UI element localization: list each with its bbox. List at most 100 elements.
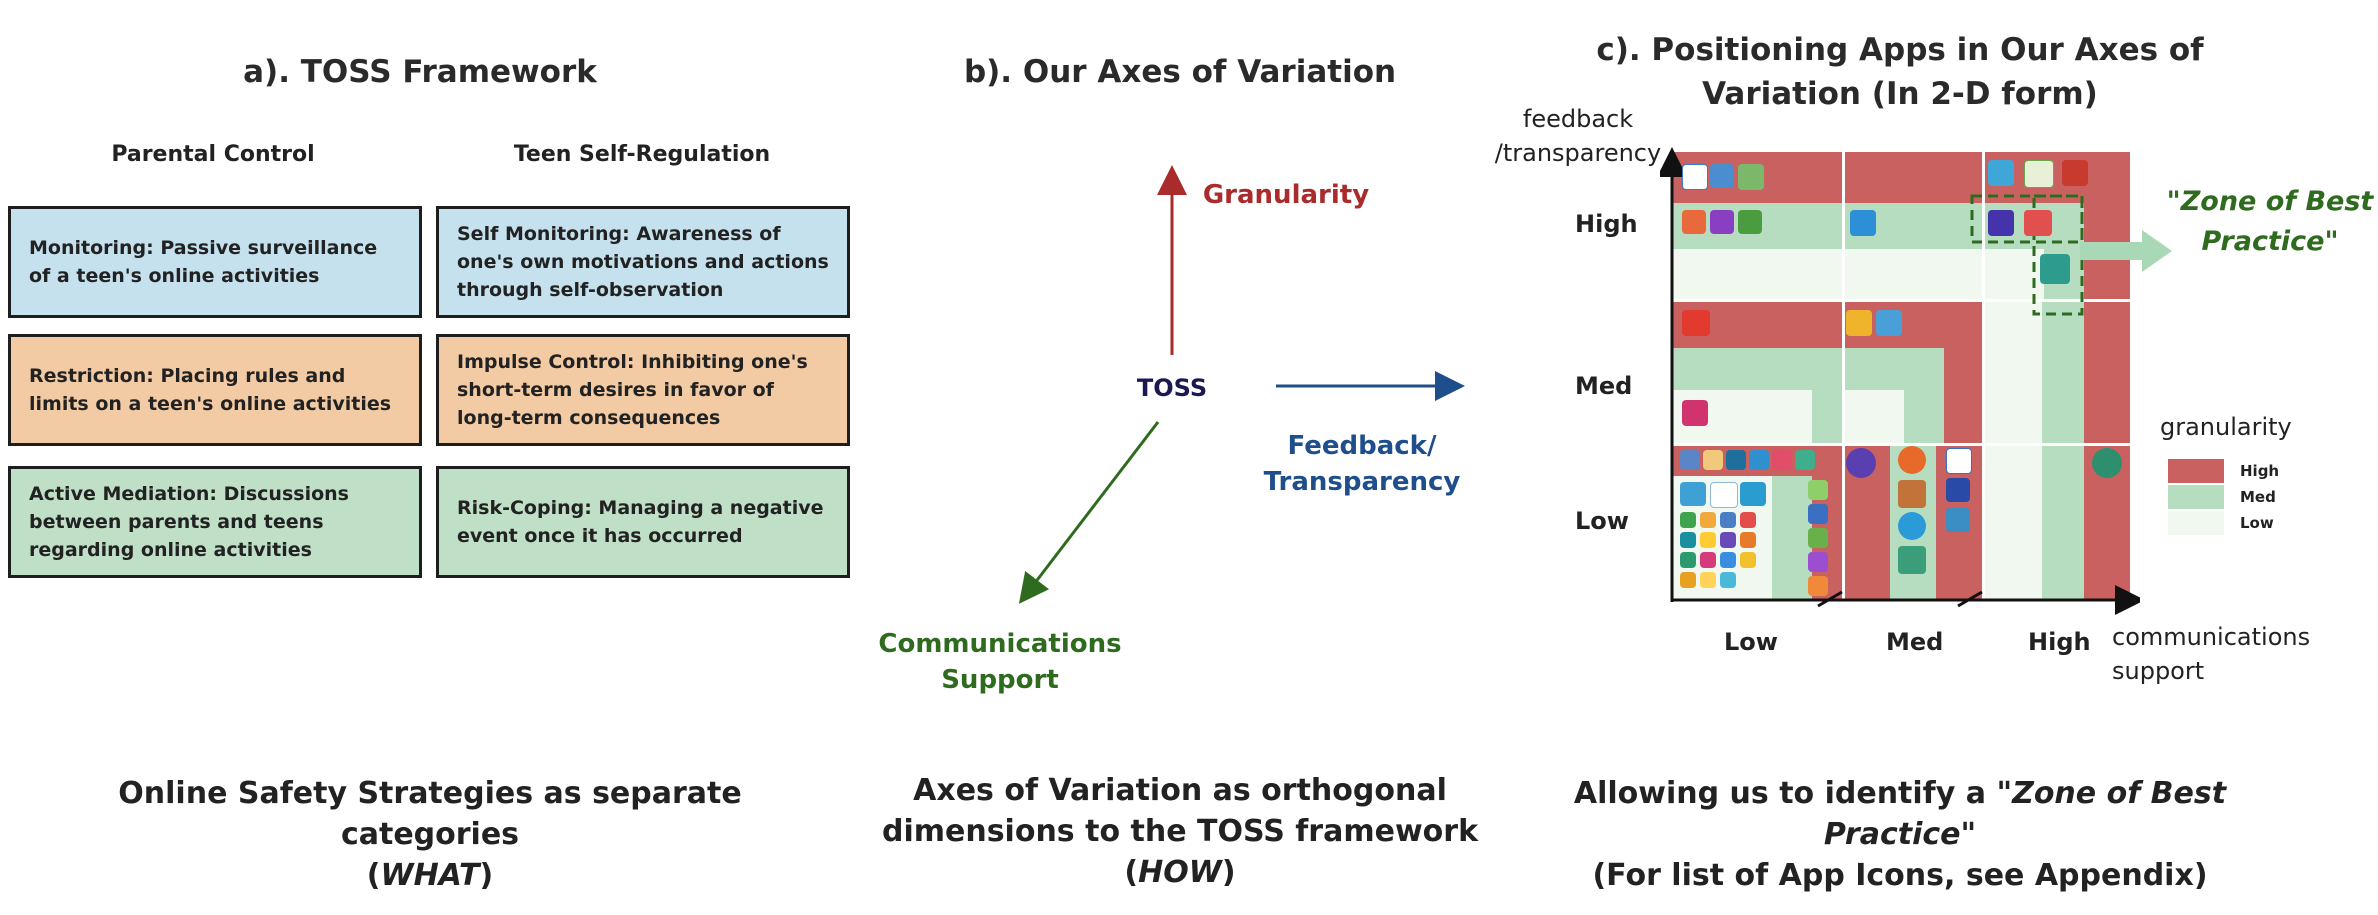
y-tick-high: High [1575, 210, 1638, 238]
axes-of-variation-diagram [1018, 165, 1465, 604]
app-icon [1898, 512, 1926, 540]
app-icon [1808, 528, 1828, 548]
x-tick-low: Low [1724, 628, 1778, 656]
app-icon [1682, 310, 1710, 336]
toss-center-label: TOSS [1136, 374, 1208, 402]
risk-coping-box: Risk-Coping: Managing a negative event o… [436, 466, 850, 578]
app-icon [1808, 576, 1828, 596]
app-icon [1703, 450, 1723, 470]
app-icon [1720, 512, 1736, 528]
panel-b-title: b). Our Axes of Variation [963, 54, 1397, 90]
app-icon [1680, 482, 1706, 506]
app-icon [1680, 552, 1696, 568]
self-monitoring-box: Self Monitoring: Awareness of one's own … [436, 206, 850, 318]
panel-c-caption-zone: "Zone of Best Practice" [1823, 776, 2227, 852]
app-icon [2062, 160, 2088, 186]
app-icon [1740, 482, 1766, 506]
x-tick-high: High [2028, 628, 2091, 656]
app-icon [1988, 210, 2014, 236]
legend-item-med: Med [2168, 484, 2279, 510]
monitoring-box: Monitoring: Passive surveillance of a te… [8, 206, 422, 318]
panel-c-title: c). Positioning Apps in Our Axes of Vari… [1596, 32, 2204, 112]
app-icon [1846, 310, 1872, 336]
app-icon [1720, 552, 1736, 568]
app-icon [1898, 480, 1926, 508]
app-icon [1720, 532, 1736, 548]
app-icon [1808, 552, 1828, 572]
app-icon [1726, 450, 1746, 470]
app-icon [1680, 532, 1696, 548]
cell-med-high [1984, 301, 2130, 443]
panel-a-caption-what: WHAT [380, 858, 480, 893]
legend-swatch-med [2168, 485, 2224, 509]
cell-med-med [1844, 301, 1982, 443]
app-icon [1946, 508, 1970, 532]
zone-arrow [2080, 230, 2172, 272]
app-icon [2092, 448, 2122, 478]
panel-a-caption-line1: Online Safety Strategies as separate cat… [118, 776, 742, 852]
panel-b-caption-how: HOW [1138, 855, 1222, 890]
teen-self-regulation-header: Teen Self-Regulation [513, 142, 771, 167]
active-mediation-box: Active Mediation: Discussions between pa… [8, 466, 422, 578]
restriction-box: Restriction: Placing rules and limits on… [8, 334, 422, 446]
communications-arrow [1018, 421, 1160, 604]
app-icon [1738, 210, 1762, 234]
app-icon [1808, 480, 1828, 500]
app-icon [1682, 210, 1706, 234]
app-icon [1710, 482, 1738, 508]
legend: High Med Low [2168, 458, 2279, 536]
app-icon [1740, 552, 1756, 568]
app-icon [1946, 478, 1970, 502]
app-icon [1680, 572, 1696, 588]
app-icon [1749, 450, 1769, 470]
app-icon [1772, 450, 1792, 470]
app-icon [1850, 210, 1876, 236]
legend-swatch-low [2168, 511, 2224, 535]
app-icon [1700, 552, 1716, 568]
app-icon [1680, 512, 1696, 528]
feedback-label: Feedback/ Transparency [1263, 431, 1461, 497]
panel-c-caption: Allowing us to identify a "Zone of Best … [1573, 776, 2227, 893]
app-icon [1946, 448, 1972, 474]
app-icon [1682, 164, 1708, 190]
app-icon [1740, 512, 1756, 528]
granularity-label: Granularity [1202, 180, 1370, 210]
parental-control-header: Parental Control [111, 142, 315, 167]
app-icon [2040, 254, 2070, 284]
app-icon [1710, 164, 1734, 188]
app-icon [1898, 446, 1926, 474]
y-tick-low: Low [1575, 507, 1629, 535]
panel-a-caption: Online Safety Strategies as separate cat… [30, 773, 830, 896]
app-icon [1740, 532, 1756, 548]
x-axis-label: communications support [2112, 623, 2311, 685]
app-icon [1700, 572, 1716, 588]
app-icon [1846, 448, 1876, 478]
communications-label: Communications Support [878, 629, 1122, 695]
y-tick-med: Med [1575, 372, 1633, 400]
app-icon [1898, 546, 1926, 574]
legend-item-high: High [2168, 458, 2279, 484]
legend-swatch-high [2168, 459, 2224, 483]
panel-a-title: a). TOSS Framework [243, 54, 597, 90]
app-icon [1682, 400, 1708, 426]
panel-b-caption: Axes of Variation as orthogonal dimensio… [881, 773, 1479, 890]
legend-item-low: Low [2168, 510, 2279, 536]
app-icon [1808, 504, 1828, 524]
app-icon [1738, 164, 1764, 190]
app-icon [1700, 512, 1716, 528]
impulse-control-box: Impulse Control: Inhibiting one's short-… [436, 334, 850, 446]
panel-a-caption-line2: (WHAT) [366, 858, 494, 893]
app-icon [1795, 450, 1815, 470]
app-icon [1720, 572, 1736, 588]
app-icon [2024, 160, 2054, 188]
cell-med-low [1672, 301, 1842, 443]
app-icon [2024, 210, 2052, 236]
x-tick-med: Med [1886, 628, 1944, 656]
app-icon [1710, 210, 1734, 234]
app-icon [1988, 160, 2014, 186]
app-icon [1876, 310, 1902, 336]
legend-title: granularity [2160, 413, 2292, 441]
zone-of-best-practice-label: "Zone of Best Practice" [2166, 186, 2374, 257]
app-icon [1680, 450, 1700, 470]
app-icon [1700, 532, 1716, 548]
